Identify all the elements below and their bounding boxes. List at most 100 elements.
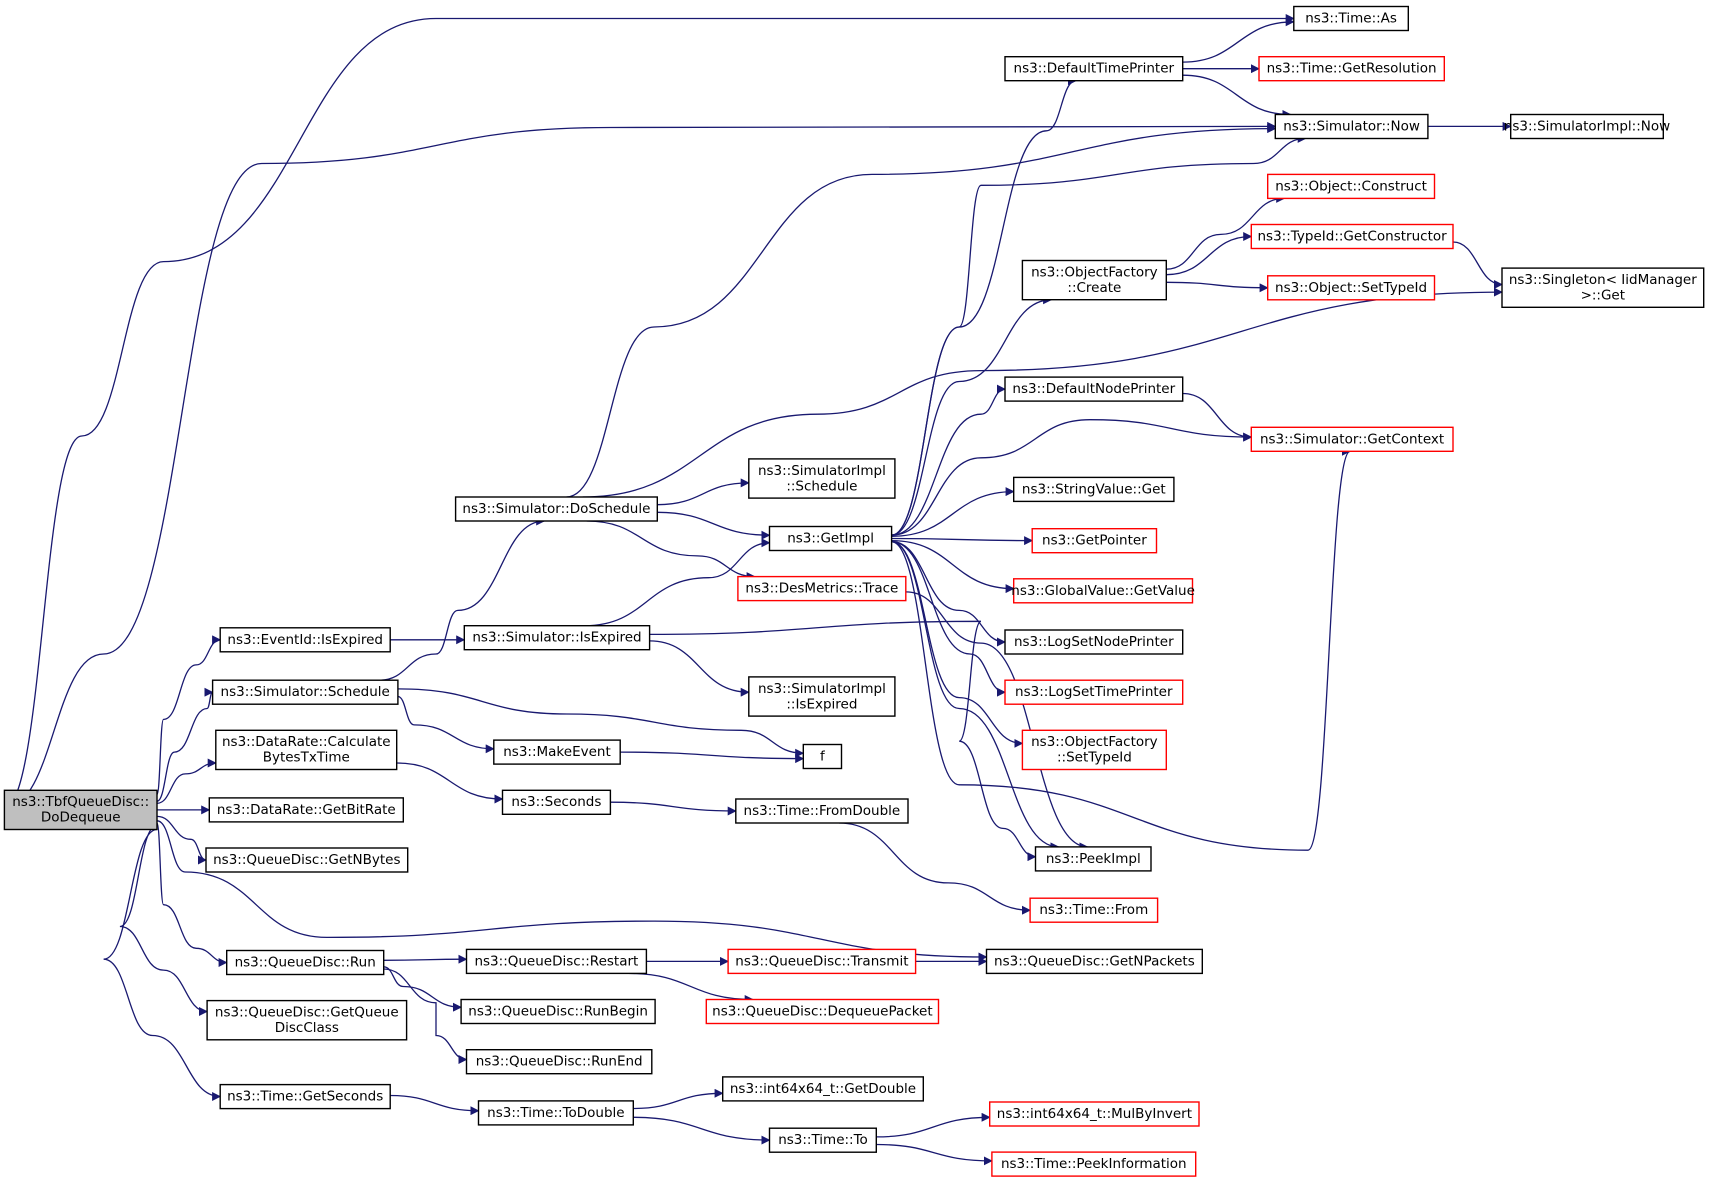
node-label: ns3::Object::Construct [1275,178,1427,194]
node-object-factory-set-typeid[interactable]: ns3::ObjectFactory::SetTypeId [1021,729,1168,771]
node-queuedisc-get-npackets[interactable]: ns3::QueueDisc::GetNPackets [985,948,1204,975]
node-label: ns3::int64x64_t::GetDouble [730,1081,916,1097]
node-simulator-now[interactable]: ns3::Simulator::Now [1274,113,1429,140]
node-singleton-get[interactable]: ns3::Singleton< IidManager>::Get [1501,267,1705,309]
node-object-factory-create[interactable]: ns3::ObjectFactory::Create [1021,259,1168,301]
node-box [465,1048,653,1075]
node-default-time-printer[interactable]: ns3::DefaultTimePrinter [1004,56,1184,82]
edge-45 [891,536,1034,546]
node-box [1258,56,1446,82]
edge-22 [657,478,750,506]
node-des-metrics-trace[interactable]: ns3::DesMetrics::Trace [737,575,907,602]
node-queuedisc-restart[interactable]: ns3::QueueDisc::Restart [465,948,648,975]
node-box [1013,476,1175,503]
node-simulator-schedule[interactable]: ns3::Simulator::Schedule [211,679,399,705]
node-object-construct[interactable]: ns3::Object::Construct [1266,173,1436,200]
node-box [1293,5,1410,32]
node-label: f [820,749,826,765]
node-object-set-typeid[interactable]: ns3::Object::SetTypeId [1266,275,1436,301]
node-int64x64-mul-by-invert[interactable]: ns3::int64x64_t::MulByInvert [989,1101,1200,1127]
node-label: ns3::QueueDisc::RunBegin [468,1004,648,1020]
node-log-set-time-printer[interactable]: ns3::LogSetTimePrinter [1004,679,1184,705]
node-simulatorimpl-now[interactable]: ns3::SimulatorImpl::Now [1504,113,1670,140]
node-time-peek-information[interactable]: ns3::Time::PeekInformation [991,1151,1197,1177]
node-label: ns3::GlobalValue::GetValue [1011,583,1195,599]
node-queuedisc-run-end[interactable]: ns3::QueueDisc::RunEnd [465,1048,653,1075]
node-label: ns3::Simulator::Schedule [221,684,390,700]
node-label: ns3::SimulatorImpl::Now [1504,118,1670,134]
node-label: ns3::ObjectFactory [1031,734,1158,750]
node-int64x64-get-double[interactable]: ns3::int64x64_t::GetDouble [722,1076,925,1102]
node-time-from-double[interactable]: ns3::Time::FromDouble [735,798,909,824]
node-label: ns3::DesMetrics::Trace [745,581,898,597]
node-time-get-seconds[interactable]: ns3::Time::GetSeconds [219,1083,391,1110]
edge-8 [156,822,228,967]
edge-30 [839,822,1031,915]
edge-48 [891,541,1006,697]
edge-54 [1182,74,1292,119]
node-peek-impl[interactable]: ns3::PeekImpl [1034,846,1152,872]
node-label: ns3::TypeId::GetConstructor [1257,229,1447,245]
node-label: ns3::Simulator::IsExpired [472,630,641,646]
node-get-impl[interactable]: ns3::GetImpl [768,525,893,552]
edge-20 [566,124,1277,498]
node-eventid-is-expired[interactable]: ns3::EventId::IsExpired [219,627,391,653]
node-label: ns3::QueueDisc::Restart [474,953,638,969]
edge-42 [891,384,1006,536]
edge-59 [1452,241,1503,289]
node-simulatorimpl-is-expired[interactable]: ns3::SimulatorImpl::IsExpired [748,676,896,717]
edge-56 [1166,193,1286,270]
edge-26 [649,640,750,697]
node-string-value-get[interactable]: ns3::StringValue::Get [1013,476,1175,503]
node-datarate-get-bitrate[interactable]: ns3::DataRate::GetBitRate [208,797,405,823]
node-typeid-get-constructor[interactable]: ns3::TypeId::GetConstructor [1250,223,1454,250]
node-simulatorimpl-schedule[interactable]: ns3::SimulatorImpl::Schedule [748,458,896,499]
node-label: ns3::Singleton< IidManager [1509,272,1697,288]
edge-38 [876,1143,993,1166]
edge-21 [582,287,1503,498]
edge-37 [876,1112,991,1138]
node-log-set-node-printer[interactable]: ns3::LogSetNodePrinter [1004,629,1184,655]
node-time-to[interactable]: ns3::Time::To [768,1127,878,1153]
node-label: ns3::Time::To [778,1132,868,1148]
node-f[interactable]: f [802,743,843,770]
node-label: ns3::EventId::IsExpired [227,632,383,648]
node-label: ns3::Time::GetResolution [1267,61,1437,77]
node-box [225,949,385,976]
node-label: ns3::GetPointer [1042,533,1147,549]
node-default-node-printer[interactable]: ns3::DefaultNodePrinter [1004,376,1184,402]
node-box [1004,56,1184,82]
node-label: ns3::Simulator::DoSchedule [462,501,650,517]
edge-1 [4,121,1277,809]
node-time-to-double[interactable]: ns3::Time::ToDouble [477,1100,635,1126]
node-queuedisc-run-begin[interactable]: ns3::QueueDisc::RunBegin [460,998,656,1025]
node-simulator-get-context[interactable]: ns3::Simulator::GetContext [1250,426,1454,452]
node-queuedisc-dequeue-packet[interactable]: ns3::QueueDisc::DequeuePacket [705,998,940,1025]
node-make-event[interactable]: ns3::MakeEvent [493,739,621,765]
node-queuedisc-run[interactable]: ns3::QueueDisc::Run [225,949,385,976]
node-box [477,1100,635,1126]
edge-14 [397,695,495,754]
node-label: ns3::QueueDisc::GetNBytes [213,852,400,868]
node-label: ns3::StringValue::Get [1022,481,1166,497]
node-root[interactable]: ns3::TbfQueueDisc::DoDequeue [3,789,158,831]
edge-41 [891,295,1053,536]
node-queuedisc-transmit[interactable]: ns3::QueueDisc::Transmit [727,948,917,975]
node-get-pointer[interactable]: ns3::GetPointer [1031,528,1158,554]
node-time-get-resolution[interactable]: ns3::Time::GetResolution [1258,56,1446,82]
node-global-value-get-value[interactable]: ns3::GlobalValue::GetValue [1011,578,1195,604]
node-queuedisc-get-nbytes[interactable]: ns3::QueueDisc::GetNBytes [205,847,409,873]
node-seconds[interactable]: ns3::Seconds [501,789,612,815]
node-simulator-is-expired[interactable]: ns3::Simulator::IsExpired [463,625,651,651]
edge-2 [156,635,222,796]
node-label: ns3::DefaultTimePrinter [1014,61,1175,77]
edge-0 [4,14,1295,809]
node-label: ::SetTypeId [1057,750,1132,766]
edge-44 [891,487,1015,537]
node-time-as[interactable]: ns3::Time::As [1293,5,1410,32]
node-simulator-do-schedule[interactable]: ns3::Simulator::DoSchedule [454,496,659,522]
node-time-from[interactable]: ns3::Time::From [1029,897,1159,923]
